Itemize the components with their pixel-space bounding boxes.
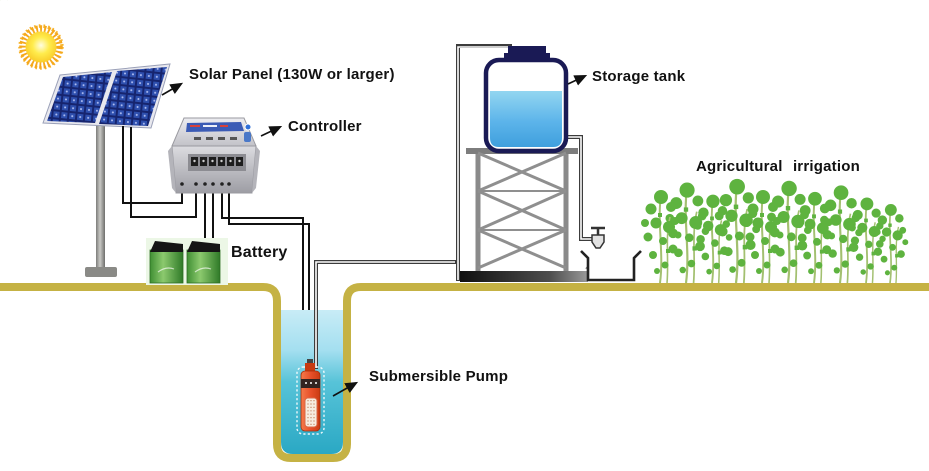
panel-pole <box>96 118 105 270</box>
battery-2 <box>186 241 221 284</box>
controller-arrow <box>260 125 283 137</box>
submersible-pump-label: Submersible Pump <box>369 368 509 385</box>
water-pipes <box>314 44 593 369</box>
terminal-blocks <box>191 157 243 166</box>
stand-base <box>460 271 588 282</box>
tank-stand <box>466 148 578 272</box>
submersible-pump-arrow <box>332 381 359 397</box>
wire-holes <box>180 182 231 186</box>
annotation-arrows <box>161 74 588 397</box>
storage-tank-label: Storage tank <box>592 68 686 85</box>
storage-tank-arrow <box>567 74 588 86</box>
battery-label: Battery <box>231 244 288 261</box>
battery-1 <box>149 241 184 284</box>
tank-cap <box>508 46 546 54</box>
battery-wires <box>204 190 214 244</box>
water-basin <box>580 250 642 282</box>
controller-button <box>244 132 251 142</box>
ground-line <box>0 283 929 462</box>
battery-bank <box>146 238 228 285</box>
tank-water <box>490 91 562 147</box>
storage-tank <box>483 46 569 154</box>
solar-panel <box>42 63 171 277</box>
controller-box <box>168 117 260 194</box>
agricultural-irrigation-label: Agricultural irrigation <box>696 158 860 175</box>
controller-led <box>244 123 252 131</box>
pole-base <box>85 267 117 277</box>
panel-wires <box>122 126 197 218</box>
solar-panel-label: Solar Panel (130W or larger) <box>189 66 395 83</box>
submersible-pump <box>296 359 325 435</box>
sun-icon <box>18 24 64 70</box>
controller-label: Controller <box>288 118 362 135</box>
solar-panel-arrow <box>161 82 184 96</box>
crops <box>0 0 910 285</box>
